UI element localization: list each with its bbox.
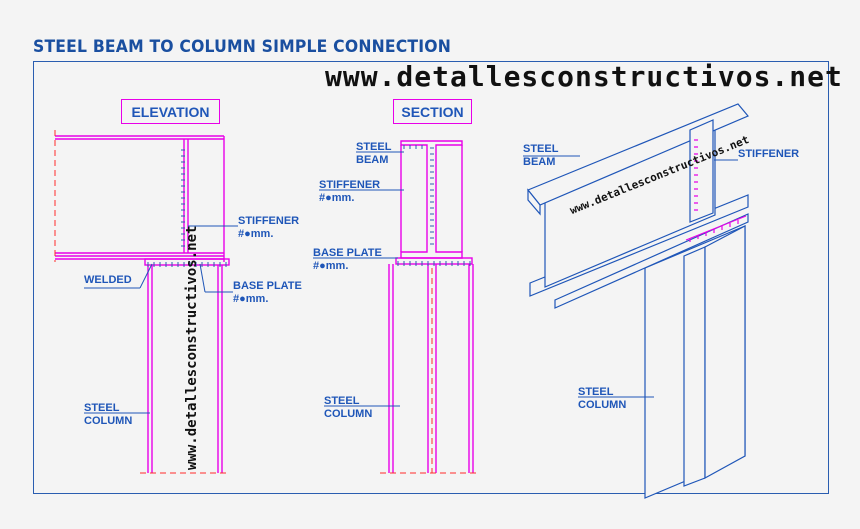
iso-beam-text-1: STEEL <box>523 143 559 155</box>
section-beam-label: STEEL BEAM <box>356 141 391 167</box>
elevation-welds <box>147 149 227 267</box>
section-heading-text: SECTION <box>401 103 464 120</box>
section-stiffener-text: STIFFENER <box>319 179 381 191</box>
iso-stiffener-label: STIFFENER <box>738 148 799 161</box>
iso-column-text-2: COLUMN <box>578 399 627 411</box>
iso-beam-label: STEEL BEAM <box>523 143 558 169</box>
section-beam-text-2: BEAM <box>356 154 389 166</box>
iso-column-text-1: STEEL <box>578 386 614 398</box>
elevation-base-plate-text: BASE PLATE <box>233 280 302 292</box>
section-column-label: STEEL COLUMN <box>324 395 372 421</box>
elevation-heading-text: ELEVATION <box>131 103 210 120</box>
elevation-column-text-2: COLUMN <box>84 415 133 427</box>
section-beam-profile <box>400 140 463 259</box>
elevation-column-text-1: STEEL <box>84 402 120 414</box>
site-watermark: www.detallesconstructivos.net <box>325 60 843 93</box>
elevation-welded-text: WELDED <box>84 274 132 286</box>
iso-column-flange <box>683 246 706 487</box>
section-welds <box>397 145 471 266</box>
elevation-base-plate <box>144 258 230 266</box>
section-stiffener-thk: #●mm. <box>319 192 355 204</box>
isometric-view <box>527 103 749 499</box>
drawing-frame <box>33 61 829 494</box>
elevation-base-plate-label: BASE PLATE #●mm. <box>233 280 302 306</box>
section-column-text-1: STEEL <box>324 395 360 407</box>
elevation-vertical-watermark: www.detallesconstructivos.net <box>184 225 200 470</box>
section-base-plate-text: BASE PLATE <box>313 247 382 259</box>
elevation-heading: ELEVATION <box>121 99 220 124</box>
elevation-stiffener-label: STIFFENER #●mm. <box>238 215 299 241</box>
section-beam-text-1: STEEL <box>356 141 392 153</box>
elevation-base-plate-thk: #●mm. <box>233 293 269 305</box>
elevation-welded-label: WELDED <box>84 274 132 287</box>
section-base-plate-label: BASE PLATE #●mm. <box>313 247 382 273</box>
iso-welds <box>685 139 747 242</box>
section-column-text-2: COLUMN <box>324 408 373 420</box>
iso-stiffener-text: STIFFENER <box>738 148 800 160</box>
elevation-stiffener-text: STIFFENER <box>238 215 300 227</box>
iso-beam-text-2: BEAM <box>523 156 556 168</box>
iso-stiffener <box>689 119 714 223</box>
elevation-column-label: STEEL COLUMN <box>84 402 132 428</box>
section-stiffener-label: STIFFENER #●mm. <box>319 179 380 205</box>
section-base-plate-thk: #●mm. <box>313 260 349 272</box>
iso-column-label: STEEL COLUMN <box>578 386 626 412</box>
elevation-stiffener-thk: #●mm. <box>238 228 274 240</box>
elevation-view <box>55 135 230 473</box>
section-view <box>388 140 474 473</box>
section-heading: SECTION <box>393 99 472 124</box>
drawing-title: STEEL BEAM TO COLUMN SIMPLE CONNECTION <box>33 37 452 57</box>
